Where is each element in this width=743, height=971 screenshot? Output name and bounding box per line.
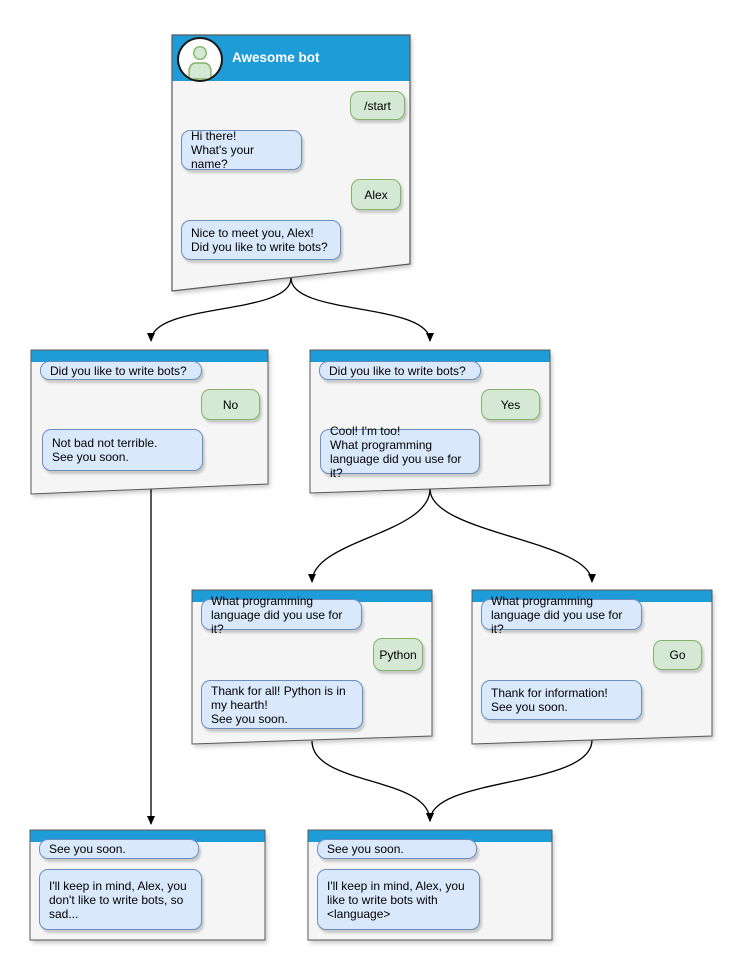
- bot-message-bubble: What programming language did you use fo…: [201, 594, 362, 636]
- user-message-bubble: Go: [653, 640, 702, 670]
- bot-message-bubble: I'll keep in mind, Alex, you like to wri…: [317, 869, 480, 930]
- bot-message-bubble: Thank for all! Python is in my hearth! S…: [201, 680, 363, 729]
- user-message-bubble: /start: [350, 91, 405, 120]
- edge-go-to-end: [426, 739, 593, 822]
- chat-node-branch-go-outline: [471, 589, 713, 745]
- bot-message-bubble: See you soon.: [317, 839, 477, 859]
- bot-message-bubble: I'll keep in mind, Alex, you don't like …: [39, 869, 202, 930]
- edge-root-to-no: [147, 277, 292, 342]
- chat-node-branch-python-outline: [191, 589, 433, 745]
- bot-message-bubble: See you soon.: [39, 839, 199, 859]
- edge-yes-to-go: [429, 488, 596, 583]
- person-icon: [185, 44, 215, 80]
- chat-window-title: Awesome bot: [232, 50, 320, 65]
- bot-message-bubble: Nice to meet you, Alex! Did you like to …: [181, 220, 341, 260]
- user-message-bubble: Python: [373, 638, 423, 671]
- user-message-bubble: No: [201, 389, 260, 420]
- diagram-connectors: [147, 277, 596, 825]
- bot-message-bubble: What programming language did you use fo…: [481, 594, 642, 636]
- chat-node-root-outline: [171, 34, 411, 292]
- chat-node-branch-no-outline: [30, 349, 269, 495]
- bot-message-bubble: Hi there! What's your name?: [181, 129, 302, 171]
- user-message-bubble: Yes: [481, 389, 540, 420]
- bot-message-bubble: Thank for information! See you soon.: [481, 680, 642, 720]
- chat-node-end-no-outline: [29, 829, 266, 941]
- user-message-bubble: Alex: [351, 179, 401, 210]
- edge-python-to-end: [311, 740, 434, 822]
- bot-message-bubble: Did you like to write bots?: [40, 361, 202, 380]
- chat-node-end-yes-outline: [307, 829, 553, 941]
- chat-node-branch-yes-outline: [309, 349, 551, 494]
- chat-header-bar: [31, 350, 268, 362]
- bot-message-bubble: Not bad not terrible. See you soon.: [42, 429, 203, 471]
- edge-root-to-yes: [290, 277, 434, 342]
- bot-message-bubble: Did you like to write bots?: [319, 361, 481, 380]
- edge-yes-to-python: [308, 488, 431, 583]
- chat-header-bar: [310, 350, 550, 362]
- bot-avatar: [177, 37, 223, 82]
- bot-message-bubble: Cool! I'm too! What programming language…: [320, 424, 480, 480]
